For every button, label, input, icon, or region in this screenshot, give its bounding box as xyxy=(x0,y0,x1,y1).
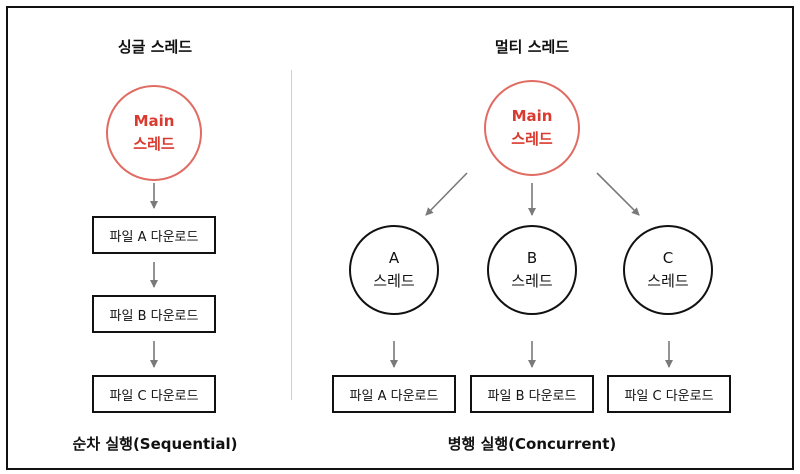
single-thread-title: 싱글 스레드 xyxy=(117,38,193,56)
multi-task-c-box: 파일 C 다운로드 xyxy=(607,375,731,413)
multi-task-a-box: 파일 A 다운로드 xyxy=(332,375,456,413)
multi-main-label: Main xyxy=(511,107,553,125)
single-main-sublabel: 스레드 xyxy=(133,135,175,153)
single-task-b-box: 파일 B 다운로드 xyxy=(92,295,216,333)
multi-thread-footer: 병행 실행(Concurrent) xyxy=(447,435,617,453)
section-divider xyxy=(291,70,292,400)
single-task-c-box: 파일 C 다운로드 xyxy=(92,375,216,413)
thread-b-label: B xyxy=(526,249,538,267)
thread-a-node: A 스레드 xyxy=(349,225,439,315)
multi-thread-title: 멀티 스레드 xyxy=(494,38,570,56)
thread-b-sublabel: 스레드 xyxy=(511,272,553,290)
multi-main-sublabel: 스레드 xyxy=(511,130,553,148)
thread-b-node: B 스레드 xyxy=(487,225,577,315)
thread-c-sublabel: 스레드 xyxy=(647,272,689,290)
single-main-thread-node: Main 스레드 xyxy=(106,85,202,181)
single-thread-footer: 순차 실행(Sequential) xyxy=(72,435,238,453)
arrow-main-to-thread-c xyxy=(596,172,640,216)
multi-task-b-box: 파일 B 다운로드 xyxy=(470,375,594,413)
multi-main-thread-node: Main 스레드 xyxy=(484,80,580,176)
thread-a-label: A xyxy=(388,249,400,267)
single-main-label: Main xyxy=(133,112,175,130)
thread-c-node: C 스레드 xyxy=(623,225,713,315)
single-task-a-box: 파일 A 다운로드 xyxy=(92,216,216,254)
arrow-main-to-thread-a xyxy=(425,172,468,216)
thread-a-sublabel: 스레드 xyxy=(373,272,415,290)
thread-c-label: C xyxy=(662,249,674,267)
